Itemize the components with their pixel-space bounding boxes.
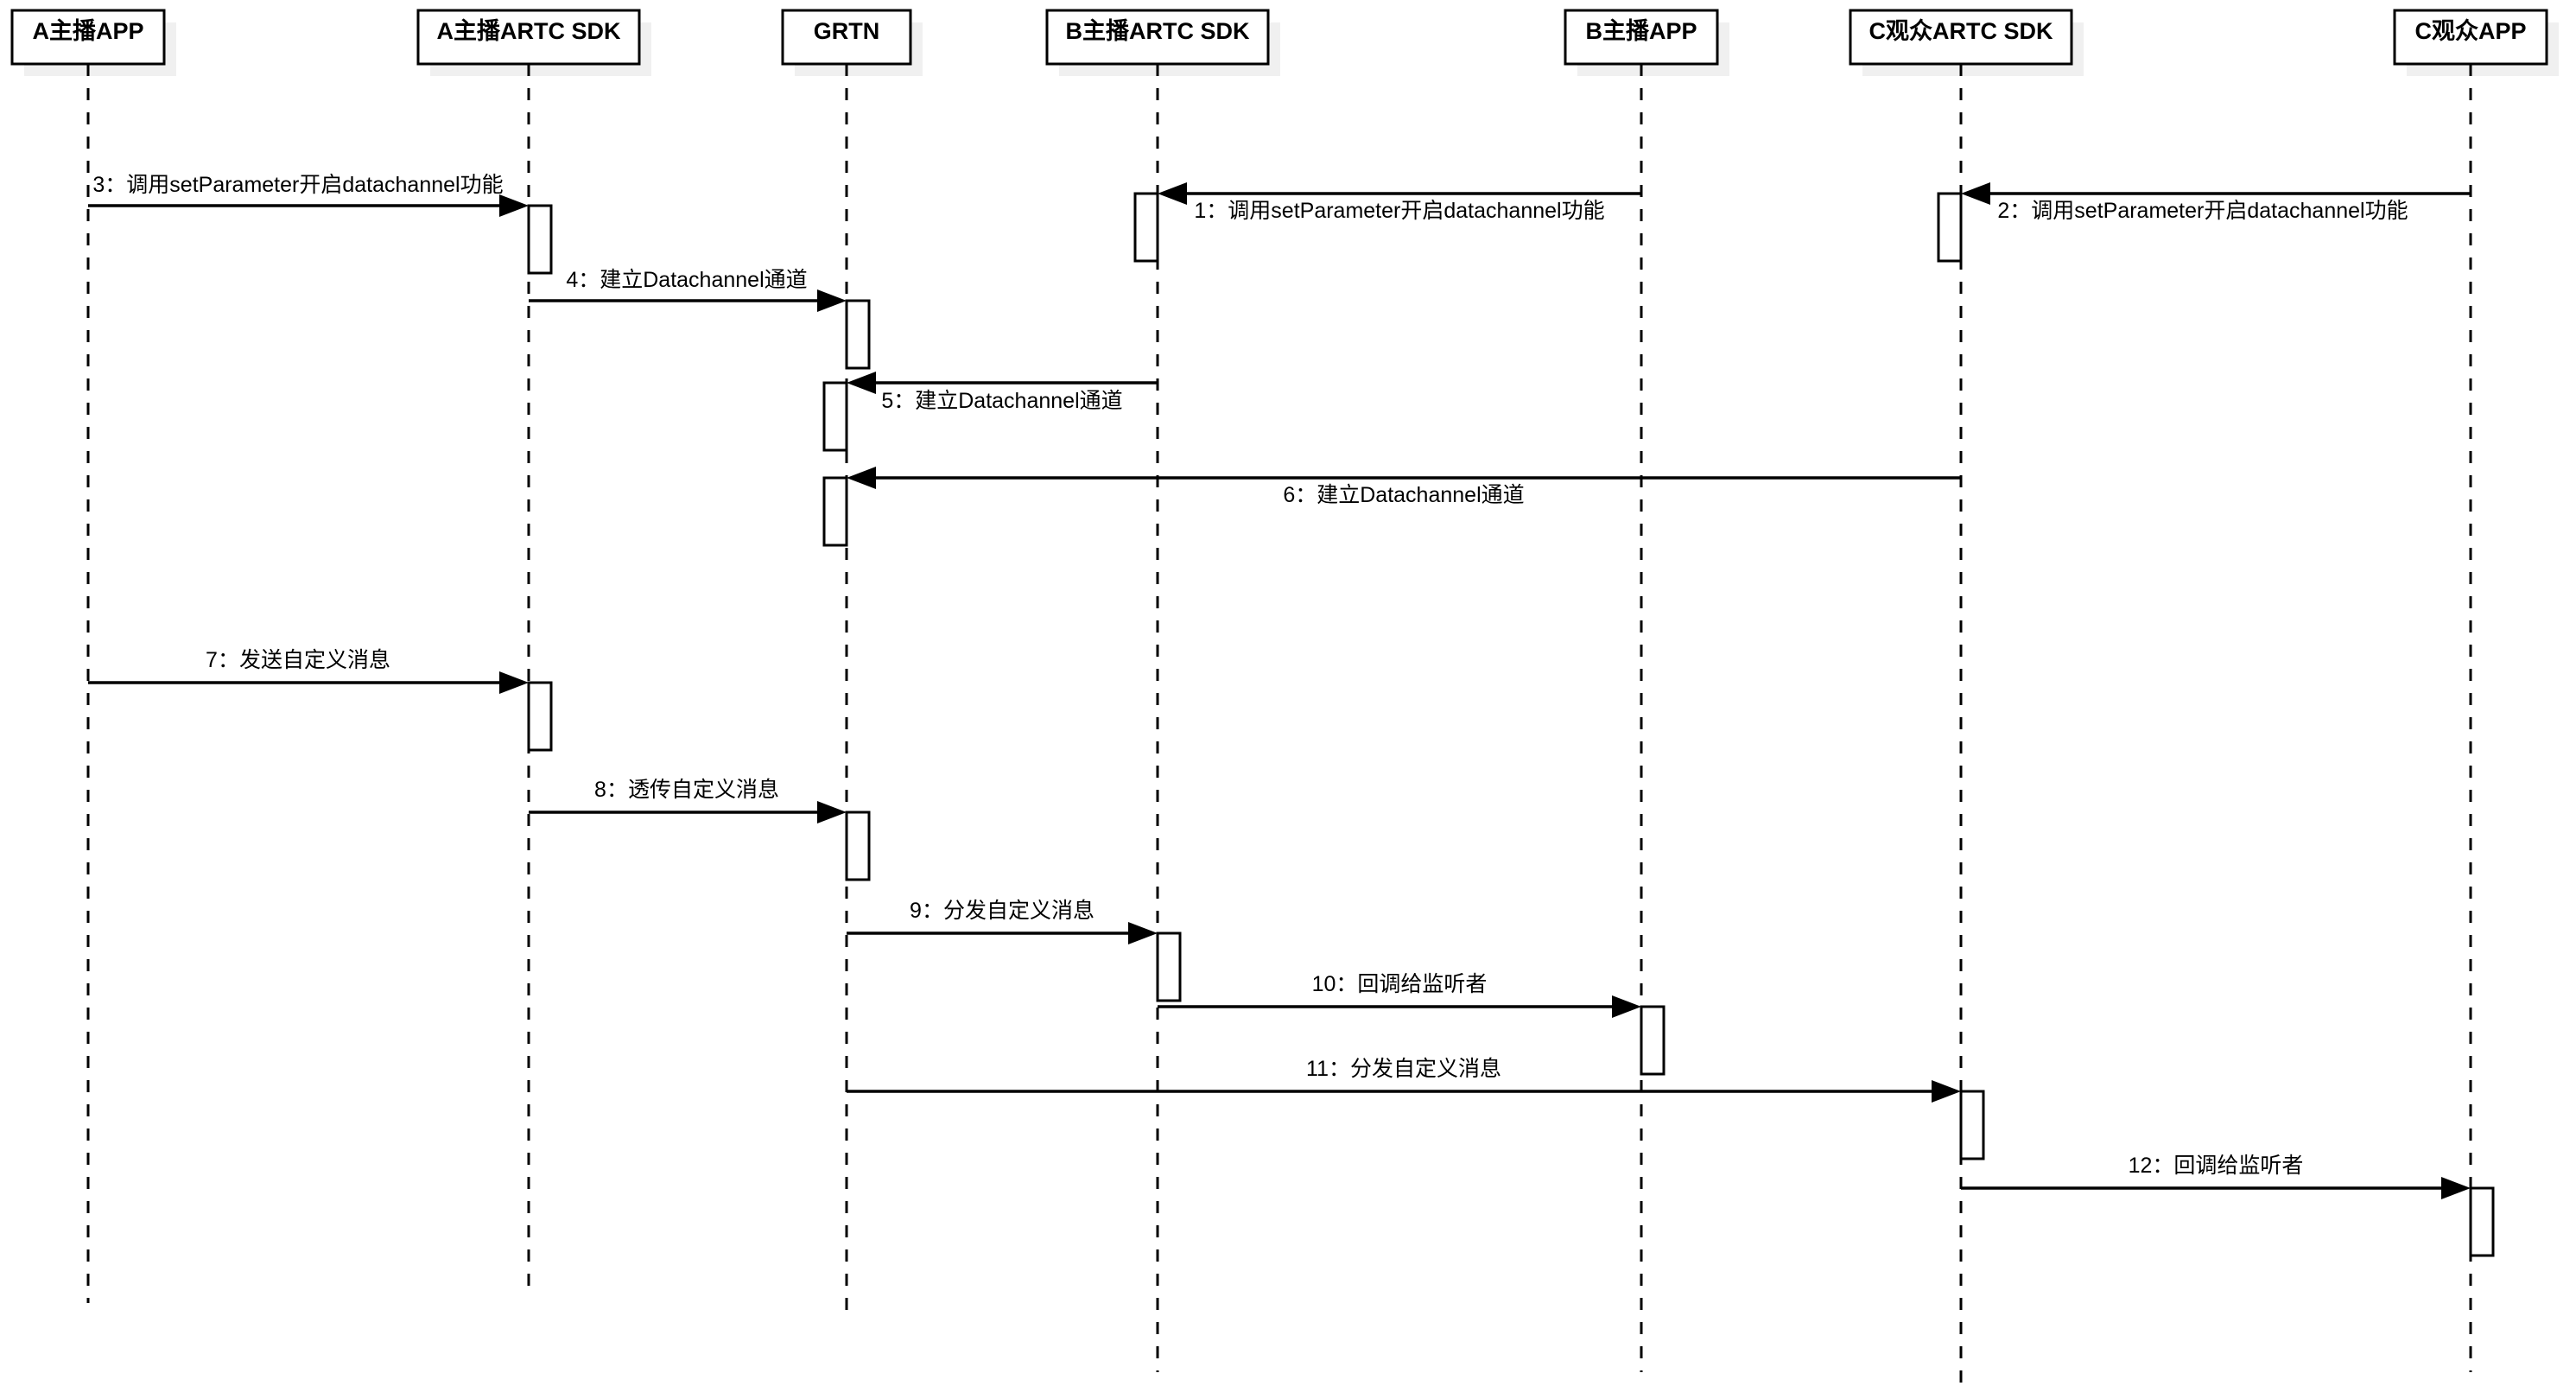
participant-box[interactable] (781, 9, 912, 66)
message-arrowhead (2441, 1177, 2471, 1199)
participant-box[interactable] (2393, 9, 2548, 66)
activation-bar-c_sdk (1959, 1090, 1985, 1160)
participant-label: A主播APP (32, 18, 143, 44)
message-12[interactable]: 12：回调给监听者 (1961, 1154, 2471, 1199)
message-label: 10：回调给监听者 (1312, 972, 1488, 996)
participant-b_sdk[interactable]: B主播ARTC SDK (1045, 9, 1270, 66)
participant-grtn[interactable]: GRTN (781, 9, 912, 66)
message-arrowhead (817, 801, 847, 823)
activation-bar-grtn (822, 381, 848, 452)
participant-box[interactable] (10, 9, 166, 66)
participant-shadow-layer (24, 22, 2559, 76)
message-9[interactable]: 9：分发自定义消息 (847, 899, 1158, 944)
message-label: 9：分发自定义消息 (910, 899, 1094, 923)
message-6[interactable]: 6：建立Datachannel通道 (847, 467, 1961, 507)
participant-label: B主播ARTC SDK (1066, 18, 1250, 44)
participant-label: C观众APP (2414, 18, 2526, 44)
message-label: 4：建立Datachannel通道 (566, 268, 807, 292)
message-label: 11：分发自定义消息 (1306, 1057, 1501, 1081)
message-arrowhead (1128, 922, 1158, 944)
message-label: 12：回调给监听者 (2129, 1154, 2304, 1178)
participant-label: B主播APP (1585, 18, 1697, 44)
message-arrowhead (1932, 1080, 1961, 1103)
participant-box[interactable] (1564, 9, 1719, 66)
message-8[interactable]: 8：透传自定义消息 (529, 778, 847, 823)
activation-bar-grtn (822, 476, 848, 547)
message-arrowhead (1612, 995, 1641, 1018)
message-label: 8：透传自定义消息 (594, 778, 779, 802)
activation-bar-c_sdk (1937, 192, 1963, 263)
activation-bar-b_sdk (1156, 931, 1182, 1002)
message-3[interactable]: 3：调用setParameter开启datachannel功能 (88, 173, 529, 217)
activation-bar-grtn (845, 299, 871, 370)
participant-a_sdk[interactable]: A主播ARTC SDK (416, 9, 641, 66)
message-arrowhead (817, 289, 847, 312)
message-arrowhead (499, 671, 529, 694)
message-arrowhead (847, 372, 876, 394)
message-label: 1：调用setParameter开启datachannel功能 (1194, 199, 1604, 223)
activation-bar-a_sdk (527, 204, 553, 275)
participant-label: GRTN (814, 18, 880, 44)
participant-a_app[interactable]: A主播APP (10, 9, 166, 66)
activation-bar-grtn (845, 811, 871, 881)
message-10[interactable]: 10：回调给监听者 (1158, 972, 1641, 1018)
activation-bar-c_app (2469, 1186, 2495, 1257)
participant-label: C观众ARTC SDK (1869, 18, 2053, 44)
activation-bar-b_sdk (1133, 192, 1159, 263)
participant-label: A主播ARTC SDK (437, 18, 621, 44)
participant-b_app[interactable]: B主播APP (1564, 9, 1719, 66)
message-layer: 3：调用setParameter开启datachannel功能 1：调用setPa… (88, 173, 2471, 1199)
participant-box[interactable] (416, 9, 641, 66)
activation-bar-a_sdk (527, 681, 553, 752)
activation-bar-b_app (1640, 1005, 1666, 1076)
message-arrowhead (1961, 182, 1990, 205)
message-5[interactable]: 5：建立Datachannel通道 (847, 372, 1158, 413)
activation-layer (527, 192, 2495, 1257)
participant-box[interactable] (1045, 9, 1270, 66)
message-7[interactable]: 7：发送自定义消息 (88, 648, 529, 694)
message-2[interactable]: 2：调用setParameter开启datachannel功能 (1961, 182, 2471, 223)
participant-box-layer: A主播APP A主播ARTC SDK GRTN B主播ARTC SDK B主播APP C观… (10, 9, 2548, 66)
participant-c_app[interactable]: C观众APP (2393, 9, 2548, 66)
message-label: 7：发送自定义消息 (206, 648, 390, 672)
message-arrowhead (1158, 182, 1187, 205)
message-label: 2：调用setParameter开启datachannel功能 (1997, 199, 2408, 223)
message-label: 6：建立Datachannel通道 (1283, 483, 1524, 507)
message-arrowhead (847, 467, 876, 489)
message-4[interactable]: 4：建立Datachannel通道 (529, 268, 847, 312)
message-1[interactable]: 1：调用setParameter开启datachannel功能 (1158, 182, 1641, 223)
message-arrowhead (499, 194, 529, 217)
message-11[interactable]: 11：分发自定义消息 (847, 1057, 1961, 1103)
participant-box[interactable] (1849, 9, 2073, 66)
participant-c_sdk[interactable]: C观众ARTC SDK (1849, 9, 2073, 66)
message-label: 5：建立Datachannel通道 (881, 389, 1122, 413)
message-label: 3：调用setParameter开启datachannel功能 (92, 173, 503, 197)
